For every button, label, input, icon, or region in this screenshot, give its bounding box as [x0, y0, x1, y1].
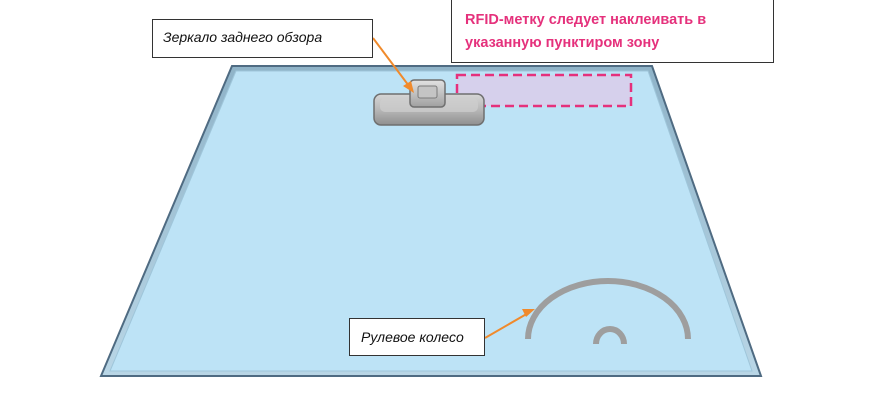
wheel-label: Рулевое колесо [361, 329, 464, 345]
windshield [99, 65, 763, 377]
wheel-pointer-arrow [484, 311, 531, 339]
mirror-label: Зеркало заднего обзора [163, 29, 323, 45]
mirror-label-box: Зеркало заднего обзора [152, 19, 373, 58]
rfid-instruction-line-1: RFID-метку следует наклеивать в [465, 12, 707, 28]
rfid-instruction-line-2: указанную пунктиром зону [465, 35, 660, 51]
mirror-pointer-arrowhead [403, 81, 414, 93]
mirror-pointer-arrow [372, 37, 413, 91]
rear-view-mirror-icon [373, 79, 485, 126]
wheel-label-box: Рулевое колесо [349, 318, 485, 356]
rfid-instruction-box: RFID-метку следует наклеивать в указанну… [451, 0, 774, 63]
rfid-zone [455, 73, 633, 108]
wheel-pointer-arrowhead [522, 309, 535, 317]
windshield-glass [109, 70, 753, 372]
steering-wheel-icon [525, 278, 691, 345]
